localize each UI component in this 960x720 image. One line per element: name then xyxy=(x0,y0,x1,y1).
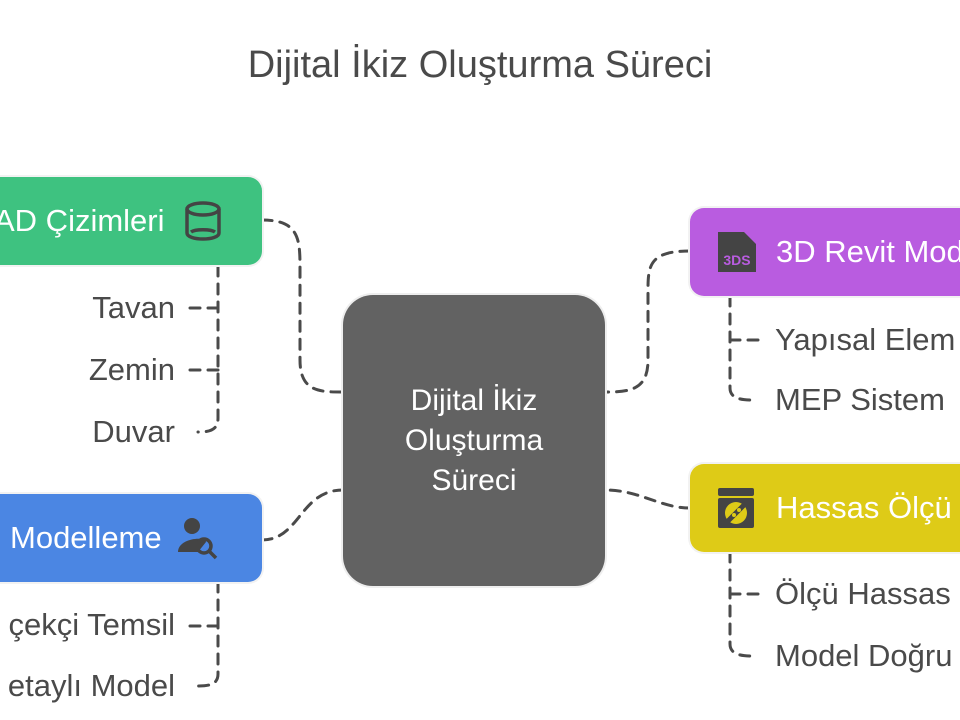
central-node[interactable]: Dijital İkiz Oluşturma Süreci xyxy=(343,295,605,586)
user-search-icon xyxy=(176,516,220,560)
connector-modelleme xyxy=(260,488,345,542)
svg-text:3DS: 3DS xyxy=(723,252,750,268)
leaf-tavan: Tavan xyxy=(92,290,175,325)
leaf-olcu-hassasiyeti: Ölçü Hassas xyxy=(775,576,951,611)
leaf-gercekci-temsil: çekçi Temsil xyxy=(8,607,175,642)
connector-revit-leaves xyxy=(728,294,754,402)
node-3d-revit-model[interactable]: 3DS 3D Revit Mod xyxy=(690,208,960,296)
leaf-model-dogrulugu: Model Doğru xyxy=(775,638,953,673)
leaf-mep-sistemleri: MEP Sistem xyxy=(775,382,945,417)
central-node-line: Dijital İkiz xyxy=(410,383,538,417)
leaf-detayli-model: etaylı Model xyxy=(7,668,175,703)
node-label: Modelleme xyxy=(10,520,162,555)
connector-cad xyxy=(260,218,345,394)
leaf-zemin: Zemin xyxy=(88,352,175,387)
leaf-yapisal-elemanlar: Yapısal Elem xyxy=(775,322,956,357)
node-label: 3D Revit Mod xyxy=(776,234,960,269)
node-label: Hassas Ölçü xyxy=(776,490,952,525)
connector-olcu-leaves xyxy=(728,550,754,658)
connector-modelleme-leaves xyxy=(196,580,220,688)
diagram-title: Dijital İkiz Oluşturma Süreci xyxy=(247,44,713,86)
leaf-duvar: Duvar xyxy=(92,414,175,449)
connector-cad-leaves xyxy=(196,264,220,434)
connector-olcu xyxy=(603,488,692,510)
node-hassas-olcu[interactable]: Hassas Ölçü xyxy=(690,464,960,552)
3ds-file-icon: 3DS xyxy=(714,230,758,274)
node-label: AD Çizimleri xyxy=(0,203,165,238)
central-node-line: Oluşturma xyxy=(404,423,544,457)
node-modelleme[interactable]: Modelleme xyxy=(0,494,262,582)
node-cad-cizimleri[interactable]: AD Çizimleri xyxy=(0,177,262,265)
measuring-device-icon xyxy=(714,486,758,530)
central-node-line: Süreci xyxy=(431,463,517,497)
connector-revit xyxy=(603,249,692,394)
database-icon xyxy=(181,199,225,243)
